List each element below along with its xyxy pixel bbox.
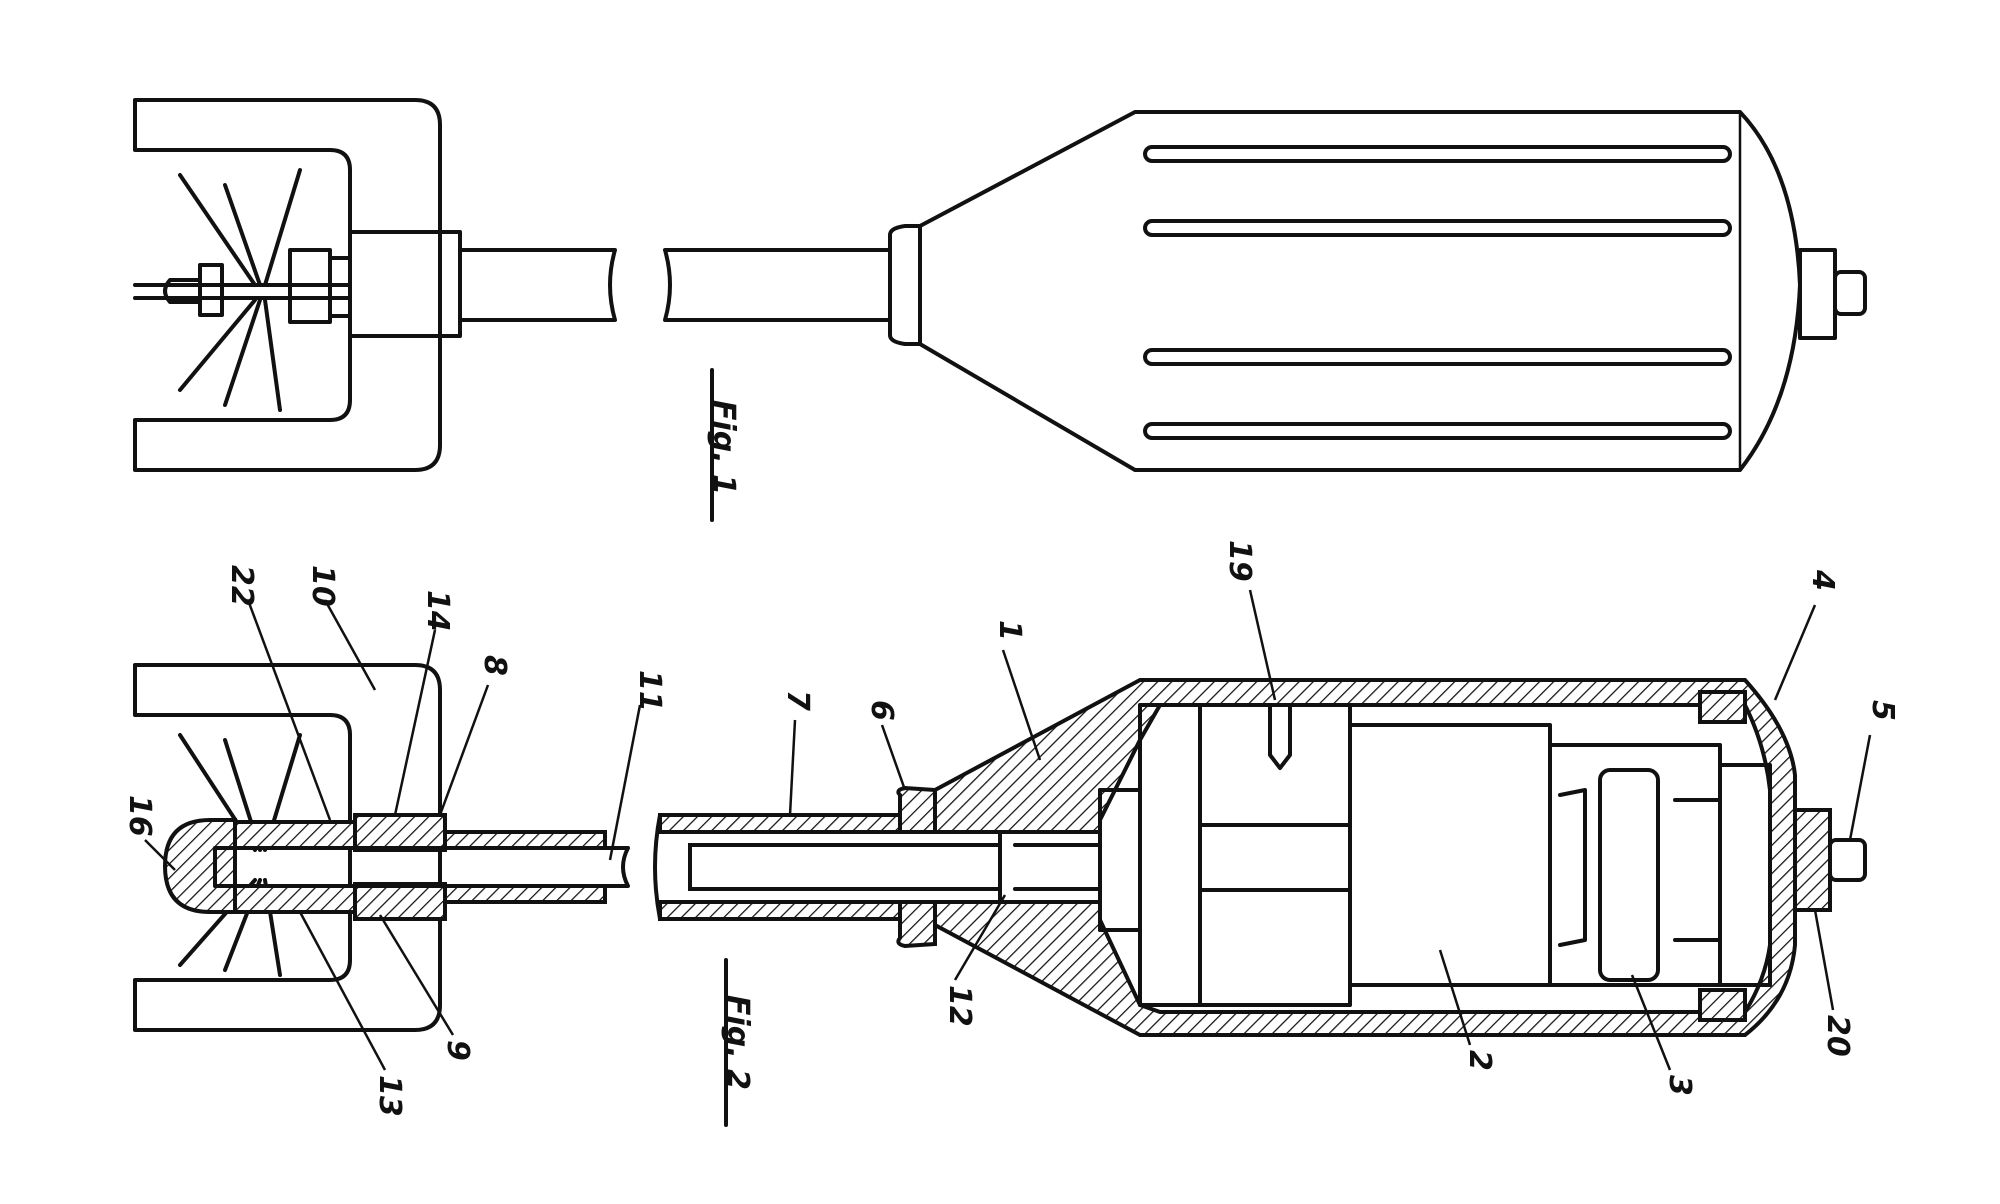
figure-1: Fig. 1	[133, 98, 1867, 522]
label-2: 2	[1462, 1050, 1497, 1071]
fig2-nut-lower	[353, 882, 447, 921]
fig2-switch-body	[1793, 808, 1832, 912]
label-5: 5	[1865, 700, 1900, 721]
fig2-inner-shaft	[688, 843, 1012, 891]
label-20: 20	[1820, 1015, 1855, 1057]
fig2-nut-upper	[353, 813, 447, 852]
fig2-nut6-upper	[896, 785, 937, 834]
label-11: 11	[632, 670, 667, 712]
label-22: 22	[224, 565, 259, 607]
fig2-sleeve-upper	[443, 830, 607, 850]
label-9: 9	[440, 1040, 475, 1061]
label-13: 13	[372, 1075, 407, 1117]
label-1: 1	[992, 620, 1027, 641]
label-19: 19	[1222, 540, 1257, 582]
label-16: 16	[122, 795, 157, 837]
fig2-nut6-lower	[896, 900, 937, 949]
fig2-tube-upper	[658, 813, 902, 834]
label-6: 6	[864, 700, 899, 721]
fig2-guard	[133, 663, 442, 1032]
fig1-shaft-right	[663, 248, 892, 322]
label-8: 8	[477, 655, 512, 676]
fig1-ribs	[1143, 145, 1732, 440]
fig2-sleeve-lower	[443, 884, 607, 904]
fig2-hub-lower	[233, 884, 357, 914]
fig1-brush	[133, 168, 352, 412]
label-10: 10	[305, 565, 340, 607]
reference-numerals: 22 10 14 8 11 7 6 1 19 4 5 16 13 9 12 2	[122, 540, 1900, 1117]
figure-2: Fig. 2	[133, 663, 1867, 1127]
fig2-cap	[162, 818, 237, 914]
label-7: 7	[780, 690, 815, 711]
label-3: 3	[1662, 1075, 1697, 1096]
fig2-shaft	[213, 846, 630, 888]
fig1-guard	[133, 98, 442, 472]
fig1-coupling	[348, 230, 462, 338]
fig2-motor	[1013, 703, 1552, 1007]
fig1-knob	[1798, 248, 1837, 340]
fig1-nose	[888, 224, 922, 346]
fig2-hub-upper	[233, 820, 357, 850]
fig2-screw	[1268, 703, 1292, 770]
label-4: 4	[1805, 569, 1840, 591]
fig1-shaft-left	[458, 248, 617, 322]
fig2-tube-lower	[658, 900, 902, 921]
label-12: 12	[942, 985, 977, 1027]
fig1-body	[918, 110, 1802, 472]
label-14: 14	[420, 590, 455, 632]
fig2-switch-pin	[1828, 838, 1867, 882]
